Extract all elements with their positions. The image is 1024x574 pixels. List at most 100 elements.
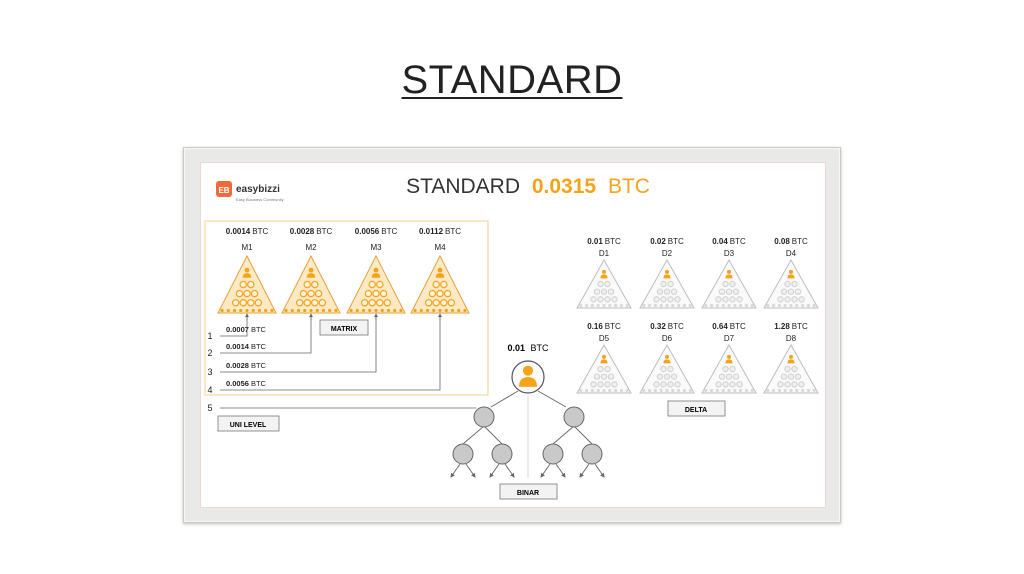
delta-pyramid-d4-node — [784, 296, 791, 303]
binar-edge-l2 — [483, 425, 503, 445]
matrix-pyramid-m4-top-person-icon-body — [435, 273, 445, 278]
delta-name-d1: D1 — [599, 249, 610, 258]
matrix-pyramid-m3-base-dot — [368, 308, 372, 313]
matrix-pyramid-m1 — [217, 254, 277, 314]
delta-pyramid-d4-shape — [763, 258, 819, 309]
delta-pyramid-d6-base-dot — [677, 388, 681, 393]
delta-pyramid-d3-node — [718, 288, 726, 295]
matrix-pyramid-m4-node — [432, 280, 440, 289]
matrix-pyramid-m4 — [410, 254, 470, 314]
delta-pyramid-d6-base-dot — [671, 388, 675, 393]
matrix-pyramid-m4-base-dot — [425, 308, 430, 313]
delta-pyramid-d1-node — [604, 280, 611, 288]
matrix-pyramid-m3-node — [379, 289, 388, 298]
brand-logo: EB easybizzi Easy Business Community — [216, 181, 284, 202]
binar-node — [563, 406, 585, 428]
delta-pyramid-d4-base-dot — [812, 303, 816, 308]
matrix-pyramid-m4-node — [440, 280, 448, 289]
delta-pyramid-d6-node — [674, 381, 681, 388]
matrix-pyramid-m1-node — [239, 299, 247, 307]
delta-pyramid-d5-base-dot — [608, 388, 612, 393]
delta-pyramid-d2-base-dot — [677, 303, 681, 308]
delta-pyramid-d1-base-dot — [590, 303, 594, 308]
delta-pyramid-d1-base-dot — [584, 303, 589, 308]
delta-pyramid-d2-base-dot — [665, 303, 669, 308]
delta-price-d3-unit: BTC — [730, 237, 746, 246]
delta-pyramid-d3-base-dot — [715, 303, 719, 308]
delta-pyramid-d5-node — [607, 373, 615, 380]
plan-title-prefix: STANDARD — [406, 175, 520, 198]
delta-pyramid-d8-node — [791, 381, 798, 388]
matrix-pyramid-m3-base-dot — [380, 308, 384, 313]
unilevel-label: UNI LEVEL — [230, 422, 267, 429]
matrix-pyramid-m4-base-dot — [450, 308, 455, 313]
delta-pyramid-d2-node — [667, 296, 674, 303]
delta-pyramid-d4-node — [791, 280, 798, 288]
delta-pyramid-d4-top-person-icon-body — [787, 274, 795, 279]
matrix-pyramid-m2-base-dot — [315, 308, 319, 313]
binar-root-person-icon-body — [519, 377, 537, 387]
matrix-pyramid-m1-shape — [217, 254, 277, 314]
delta-name-d7: D7 — [724, 334, 735, 343]
delta-price-d6-unit: BTC — [668, 322, 684, 331]
unilevel-num-3: 3 — [207, 367, 212, 377]
matrix-pyramid-m2-base-dot — [328, 308, 332, 313]
matrix-pyramid-m1-base-dot — [264, 308, 268, 313]
binar-edge-leaf-arrow — [579, 463, 590, 478]
binar-edge-right — [537, 390, 567, 408]
matrix-pyramid-m2-node — [311, 280, 319, 289]
brand-logo-icon — [216, 181, 232, 197]
matrix-price-m4-value: 0.0112 — [419, 227, 444, 236]
plan-board — [200, 162, 826, 508]
delta-pyramid-d2-shape — [639, 258, 695, 309]
binar-edge-leaf-arrow — [555, 463, 566, 478]
delta-pyramid-d1-base-dot — [608, 303, 612, 308]
binar-edge-leaf-arrow — [540, 463, 551, 478]
matrix-pyramid-m3-base-dot — [393, 308, 397, 313]
delta-price-d2-unit: BTC — [668, 237, 684, 246]
delta-pyramid-d6-base-dot — [659, 388, 663, 393]
delta-pyramid-d1-top-person-icon-body — [600, 274, 608, 279]
unilevel-amount-1-value: 0.0007 — [226, 325, 249, 334]
matrix-pyramid-m4-node — [443, 289, 452, 298]
delta-pyramid-d7-top-person-icon-head — [726, 354, 732, 359]
matrix-label: MATRIX — [331, 326, 358, 333]
binar-edge-l2 — [462, 425, 485, 445]
delta-price-d1-value: 0.01 — [587, 237, 603, 246]
delta-pyramid-d1-shape — [576, 258, 632, 309]
matrix-pyramid-m1-base-dot — [220, 308, 224, 313]
delta-pyramid-d8-base-dot — [766, 388, 770, 393]
delta-pyramid-d5-node — [593, 373, 601, 380]
delta-pyramid-d6-base-dot — [688, 388, 692, 393]
delta-pyramid-d3-top-person-icon-head — [726, 269, 732, 274]
delta-pyramid-d7-base-dot — [704, 388, 708, 393]
delta-pyramid-d8-node — [794, 373, 802, 380]
binar-node — [473, 406, 495, 428]
delta-label-box — [667, 400, 726, 417]
delta-pyramid-d4-base-dot — [766, 303, 770, 308]
matrix-name-m4: M4 — [434, 243, 446, 252]
delta-pyramid-d7-base-dot — [750, 388, 754, 393]
matrix-pyramid-m2-node — [295, 299, 304, 307]
delta-pyramid-d6-node — [667, 365, 674, 373]
matrix-pyramid-m4-base-dot — [432, 308, 436, 313]
matrix-pyramid-m4-shape — [410, 254, 470, 314]
matrix-pyramid-m3-node — [364, 289, 373, 298]
matrix-pyramid-m2-base-dot — [296, 308, 301, 313]
delta-label: DELTA — [685, 407, 707, 414]
delta-price-d4-value: 0.08 — [774, 237, 790, 246]
matrix-pyramid-m1-node — [239, 280, 247, 289]
matrix-pyramid-m3 — [346, 254, 406, 314]
delta-pyramid-d1-node — [600, 288, 608, 295]
delta-pyramid-d6-top-person-icon-head — [664, 354, 670, 359]
delta-pyramid-d5-top-person-icon-body — [600, 359, 608, 364]
delta-pyramid-d3 — [701, 258, 757, 309]
